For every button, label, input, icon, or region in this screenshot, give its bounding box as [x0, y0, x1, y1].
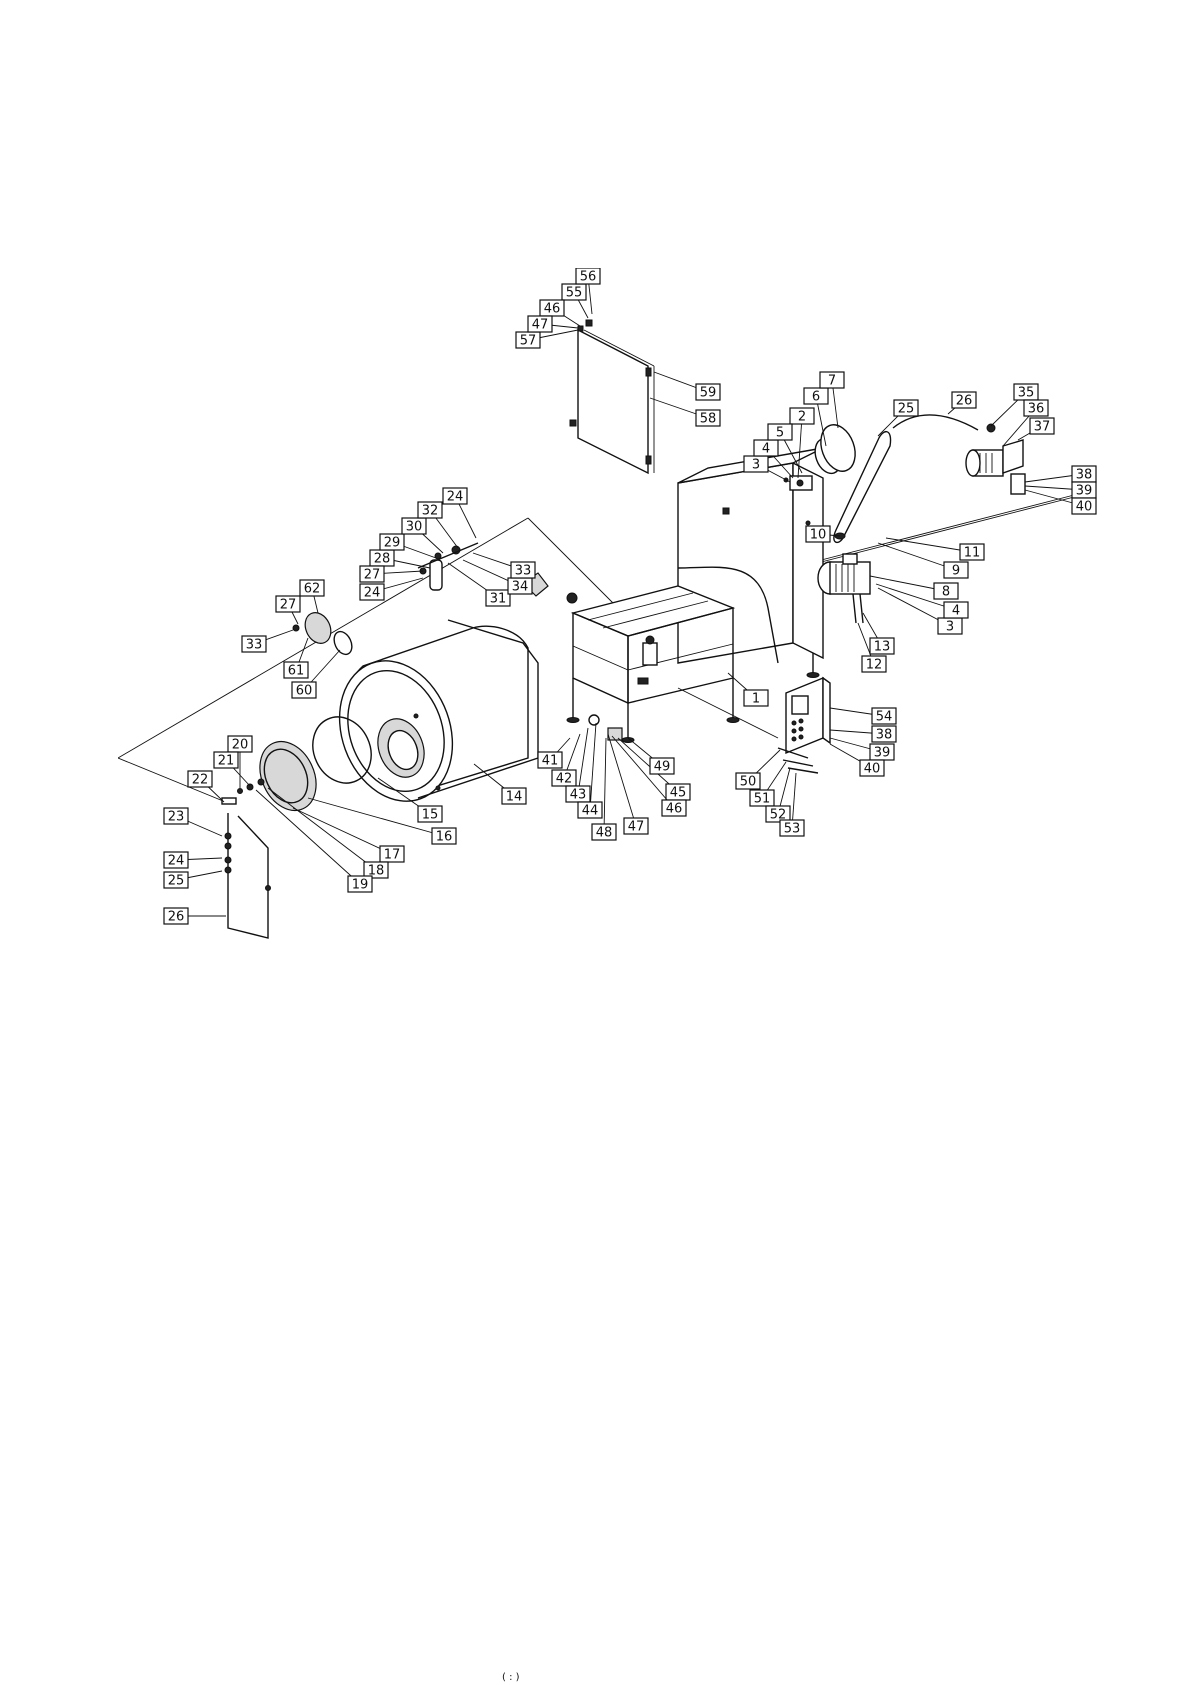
part-label-24: 24	[168, 854, 185, 869]
leader-line	[578, 728, 588, 794]
filter-gasket	[331, 629, 356, 658]
part-label-10: 10	[810, 528, 827, 543]
part-label-27: 27	[280, 598, 297, 613]
part-label-30: 30	[406, 520, 423, 535]
part-label-4: 4	[952, 604, 960, 619]
part-label-21: 21	[218, 754, 235, 769]
part-label-46: 46	[544, 302, 561, 317]
part-label-23: 23	[168, 810, 185, 825]
axis-line	[798, 494, 1078, 566]
part-label-51: 51	[754, 792, 771, 807]
part-label-39: 39	[1076, 484, 1093, 499]
part-label-16: 16	[436, 830, 453, 845]
part-label-25: 25	[898, 402, 915, 417]
part-label-61: 61	[288, 664, 305, 679]
control-box	[778, 678, 830, 773]
leader-line	[590, 723, 596, 810]
part-label-32: 32	[422, 504, 439, 519]
part-label-7: 7	[828, 374, 836, 389]
part-label-46: 46	[666, 802, 683, 817]
part-label-44: 44	[582, 804, 599, 819]
fitting	[238, 789, 243, 794]
vacuum-pump	[893, 415, 1025, 494]
vacuum-filter	[418, 543, 478, 590]
part-label-20: 20	[232, 738, 249, 753]
part-label-41: 41	[542, 754, 559, 769]
part-label-36: 36	[1028, 402, 1045, 417]
part-label-24: 24	[447, 490, 464, 505]
part-label-58: 58	[700, 412, 717, 427]
part-label-35: 35	[1018, 386, 1035, 401]
part-label-29: 29	[384, 536, 401, 551]
part-label-33: 33	[246, 638, 263, 653]
part-label-31: 31	[490, 592, 507, 607]
leader-line	[268, 788, 376, 870]
part-label-38: 38	[1076, 468, 1093, 483]
part-label-25: 25	[168, 874, 185, 889]
vacuum-pipe-left	[225, 813, 271, 938]
filter-cover	[300, 608, 335, 647]
part-label-48: 48	[596, 826, 613, 841]
gear-motor	[818, 554, 870, 623]
part-label-6: 6	[812, 390, 820, 405]
part-label-28: 28	[374, 552, 391, 567]
part-label-2: 2	[798, 410, 806, 425]
part-label-8: 8	[942, 585, 950, 600]
part-label-14: 14	[506, 790, 523, 805]
part-label-34: 34	[512, 580, 529, 595]
part-label-60: 60	[296, 684, 313, 699]
part-label-12: 12	[866, 658, 883, 673]
axis-line	[798, 496, 1078, 568]
part-label-42: 42	[556, 772, 573, 787]
part-label-47: 47	[628, 820, 645, 835]
part-label-40: 40	[864, 762, 881, 777]
part-label-1: 1	[752, 692, 760, 707]
fitting	[247, 784, 253, 790]
part-label-59: 59	[700, 386, 717, 401]
part-label-55: 55	[566, 286, 583, 301]
part-label-37: 37	[1034, 420, 1051, 435]
filter-knob	[293, 625, 299, 631]
part-label-26: 26	[168, 910, 185, 925]
leader-line	[604, 738, 606, 832]
part-label-53: 53	[784, 822, 801, 837]
part-label-33: 33	[515, 564, 532, 579]
part-label-56: 56	[580, 270, 597, 285]
footer-mark: ( : )	[502, 1672, 520, 1683]
part-label-24: 24	[364, 586, 381, 601]
part-label-22: 22	[192, 773, 209, 788]
part-label-3: 3	[946, 620, 954, 635]
front-door	[249, 732, 327, 819]
part-label-4: 4	[762, 442, 770, 457]
part-label-45: 45	[670, 786, 687, 801]
part-label-5: 5	[776, 426, 784, 441]
part-label-49: 49	[654, 760, 671, 775]
part-label-43: 43	[570, 788, 587, 803]
part-label-47: 47	[532, 318, 549, 333]
part-label-39: 39	[874, 746, 891, 761]
leader-line	[293, 808, 392, 854]
part-label-15: 15	[422, 808, 439, 823]
fitting	[222, 798, 236, 804]
fitting	[258, 779, 264, 785]
part-label-40: 40	[1076, 500, 1093, 515]
part-label-54: 54	[876, 710, 893, 725]
part-label-3: 3	[752, 458, 760, 473]
part-label-26: 26	[956, 394, 973, 409]
part-label-19: 19	[352, 878, 369, 893]
exploded-parts-diagram: 1234567891011121314151617181920212223242…	[118, 268, 1174, 1016]
part-label-57: 57	[520, 334, 537, 349]
part-label-38: 38	[876, 728, 893, 743]
part-label-13: 13	[874, 640, 891, 655]
glass-cover	[570, 320, 654, 473]
part-label-17: 17	[384, 848, 401, 863]
part-labels: 1234567891011121314151617181920212223242…	[164, 268, 1096, 925]
part-label-27: 27	[364, 568, 381, 583]
part-label-50: 50	[740, 775, 757, 790]
part-label-9: 9	[952, 564, 960, 579]
part-label-11: 11	[964, 546, 981, 561]
part-label-62: 62	[304, 582, 321, 597]
